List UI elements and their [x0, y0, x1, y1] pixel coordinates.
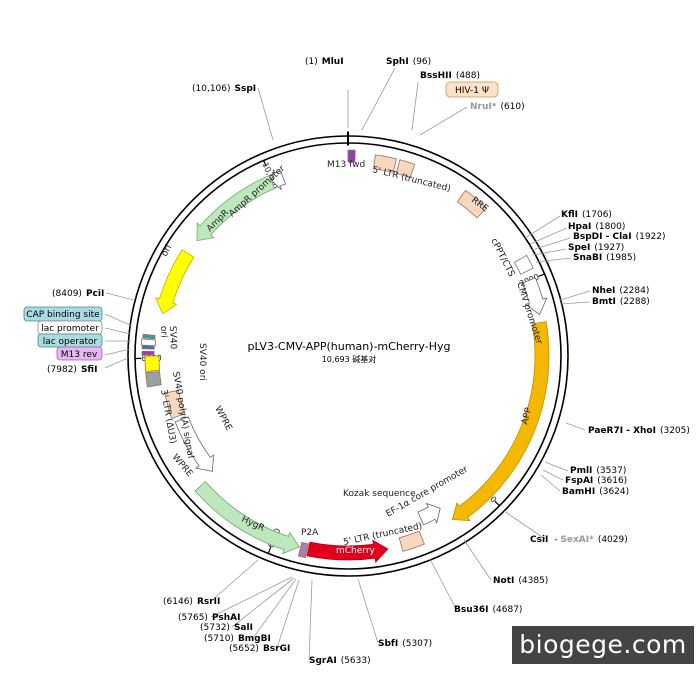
plasmid-name: pLV3-CMV-APP(human)-mCherry-Hyg [248, 340, 451, 353]
tick-mark-4000 [494, 500, 500, 506]
site-leaders [104, 67, 591, 661]
cap-box: CAP binding site [23, 306, 103, 322]
feature-ltr5b [398, 530, 425, 552]
lac-promoter-box: lac promoter [37, 320, 103, 335]
label-wpre-inner: WPRE [212, 405, 233, 433]
feature-ampr [196, 175, 276, 242]
feature-cppt [513, 254, 534, 275]
feature-sv40pa [145, 371, 162, 388]
site-csii: CsiI - SexAI*(4029) [530, 535, 628, 545]
site-nrui: NruI*(610) [470, 102, 525, 112]
hiv-psi-box: HIV-1 Ψ [445, 81, 499, 98]
svg-text:HIV-1 Ψ: HIV-1 Ψ [455, 86, 489, 96]
label-app: APP [520, 406, 534, 426]
feature-ampr-prom [272, 169, 287, 191]
site-bsshii: BssHII(488) [420, 71, 480, 81]
feature-ori [154, 249, 195, 315]
site-sgrai: SgrAI(5633) [309, 656, 371, 666]
label-ori-small: ori [158, 326, 168, 338]
site-bsu36i: Bsu36I(4687) [454, 605, 522, 615]
feature-m13-fwd [347, 149, 356, 163]
feature-lacprom [140, 338, 157, 347]
feature-ltr3 [164, 389, 186, 419]
lac-operator-box: lac operator [37, 333, 103, 348]
feature-rre [456, 189, 488, 219]
site-mlui: (1)MluI [305, 57, 344, 67]
feature-app [451, 321, 550, 522]
label-sv40-ori: SV40 ori [197, 343, 207, 381]
site-pcii: (8409)PciI [52, 289, 104, 299]
m13-rev-box: M13 rev [56, 346, 103, 361]
feature-hiv-psi [395, 159, 416, 179]
site-fspai: FspAI(3616) [565, 476, 627, 486]
site-spei: SpeI(1927) [568, 243, 624, 253]
label-ampr-prom: AmpR promoter [227, 164, 287, 219]
watermark: biogege.com [512, 626, 694, 664]
plasmid-size: 10,693 碱基对 [322, 354, 377, 364]
label-p2a: P2A [301, 528, 319, 538]
feature-m13rev [141, 350, 155, 356]
tick-mark-6000 [267, 547, 272, 554]
site-bsrgi: (5652)BsrGI [229, 644, 290, 654]
site-nhei: NheI(2284) [592, 286, 649, 296]
label-ori: ori [160, 243, 174, 258]
site-bmti: BmtI(2288) [592, 297, 650, 307]
site-bmgbi: (5710)BmgBI [204, 634, 271, 644]
feature-cap [142, 333, 156, 340]
label-m13-fwd: M13 fwd [327, 160, 365, 170]
tick-mark-10000 [263, 160, 267, 167]
site-bamhi: BamHI(3624) [562, 487, 629, 497]
label-kozak: Kozak sequence [343, 489, 416, 499]
site-pmli: PmlI(3537) [570, 466, 626, 476]
feature-hygr [194, 481, 301, 555]
feature-lacop [141, 345, 155, 350]
site-pshai: (5765)PshAI [178, 613, 240, 623]
site-noti: NotI(4385) [493, 576, 548, 586]
label-sv40: SV40 [167, 326, 178, 350]
feature-ltr5 [373, 154, 397, 173]
site-sali: (5732)SalI [200, 623, 253, 633]
site-paer7i-xhoi: PaeR7I - XhoI(3205) [588, 426, 690, 436]
svg-text:lac promoter: lac promoter [41, 324, 99, 334]
feature-mcherry [306, 539, 389, 564]
feature-wpre [174, 416, 215, 472]
site-kfli: KflI(1706) [561, 210, 612, 220]
feature-cmv [521, 277, 548, 316]
site-sbfi: SbfI(5307) [378, 639, 432, 649]
site-sphi: SphI(96) [386, 57, 431, 67]
site-snabi: SnaBI(1985) [573, 253, 636, 263]
site-sspi: (10,106)SspI [192, 84, 256, 94]
svg-text:CAP binding site: CAP binding site [26, 310, 100, 320]
site-rsrii: (6146)RsrII [163, 597, 220, 607]
site-sfii: (7982)SfiI [47, 365, 97, 375]
features-layer [140, 131, 550, 564]
svg-text:lac operator: lac operator [43, 337, 98, 347]
feature-p2a [297, 541, 309, 559]
site-hpai: HpaI(1800) [568, 222, 625, 232]
label-cppt: cPPT/CTS [488, 237, 516, 279]
label-mcherry: mCherry [336, 546, 376, 556]
feature-ef1a [417, 502, 441, 526]
tick-mark-2000 [538, 273, 545, 277]
feature-sv40ori [144, 355, 160, 372]
svg-text:M13 rev: M13 rev [61, 350, 98, 360]
site-bspdi-clai: BspDI - ClaI(1922) [573, 232, 666, 242]
